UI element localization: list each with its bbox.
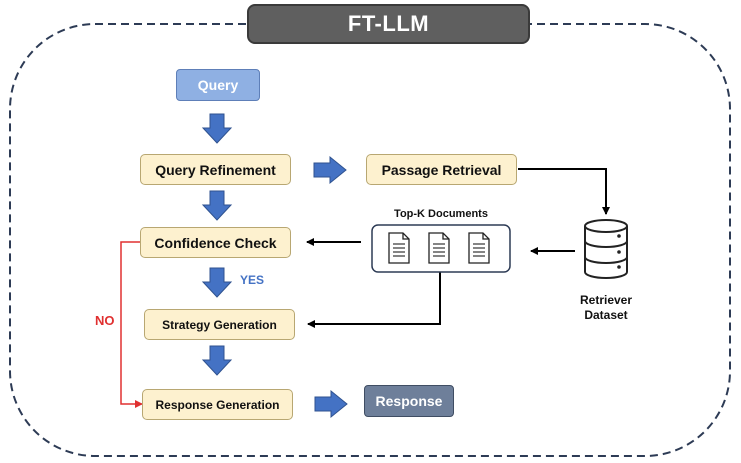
arrow-query-to-refinement [201,113,233,144]
query-refinement-node: Query Refinement [140,154,291,185]
strategy-generation-node: Strategy Generation [144,309,295,340]
no-path-line [120,241,143,408]
connector-retrieval-to-dataset [518,168,610,215]
document-icon [388,232,410,264]
document-icon [428,232,450,264]
query-node: Query [176,69,260,101]
yes-label: YES [240,273,265,287]
document-icon [468,232,490,264]
confidence-check-node: Confidence Check [140,227,291,258]
arrow-refinement-to-confidence [201,190,233,221]
top-k-documents-label: Top-K Documents [394,208,488,220]
arrow-strategy-to-response-generation [201,345,233,376]
passage-retrieval-node: Passage Retrieval [366,154,517,185]
connector-topk-to-strategy [307,272,441,328]
response-node: Response [364,385,454,417]
retriever-dataset-label-line2: Dataset [584,308,628,322]
response-generation-node: Response Generation [142,389,293,420]
arrow-response-generation-to-response [314,389,348,419]
retriever-dataset-label-line1: Retriever [579,293,633,307]
database-icon [584,219,628,279]
retriever-dataset-label: Retriever Dataset [566,293,646,322]
arrow-confidence-to-strategy [201,267,233,298]
no-label: NO [95,313,115,328]
ft-llm-title: FT-LLM [247,4,530,44]
arrow-refinement-to-retrieval [313,155,347,185]
